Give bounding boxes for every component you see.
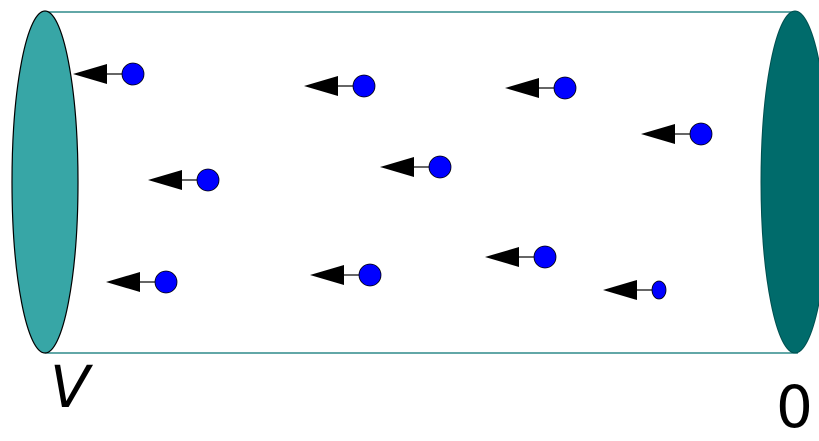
arrow-head (310, 265, 344, 285)
particle-with-drift-arrow (485, 246, 556, 268)
charged-particle (155, 271, 177, 293)
arrow-head (603, 280, 637, 300)
left-electrode (12, 11, 78, 353)
particle-with-drift-arrow (505, 77, 576, 99)
particles-layer (73, 63, 712, 300)
charged-particle (534, 246, 556, 268)
charged-particle (690, 123, 712, 145)
right-electrode (761, 11, 819, 353)
particle-with-drift-arrow (148, 169, 219, 191)
charged-particle (359, 264, 381, 286)
arrow-head (304, 76, 338, 96)
arrow-head (380, 157, 414, 177)
arrow-head (73, 64, 107, 84)
particle-with-drift-arrow (73, 63, 144, 85)
arrow-head (505, 78, 539, 98)
particle-with-drift-arrow (641, 123, 712, 145)
charged-particle (197, 169, 219, 191)
arrow-head (148, 170, 182, 190)
charged-particle (122, 63, 144, 85)
charged-particle (429, 156, 451, 178)
particle-with-drift-arrow (106, 271, 177, 293)
charged-particle (652, 281, 666, 299)
voltage-label: V (50, 358, 90, 416)
ground-label: 0 (776, 378, 813, 436)
particle-with-drift-arrow (603, 280, 666, 300)
arrow-head (106, 272, 140, 292)
charged-particle (554, 77, 576, 99)
drift-tube-diagram: V 0 (0, 0, 819, 430)
arrow-head (485, 247, 519, 267)
particle-with-drift-arrow (380, 156, 451, 178)
tube-svg (0, 0, 819, 430)
particle-with-drift-arrow (310, 264, 381, 286)
charged-particle (353, 75, 375, 97)
arrow-head (641, 124, 675, 144)
particle-with-drift-arrow (304, 75, 375, 97)
